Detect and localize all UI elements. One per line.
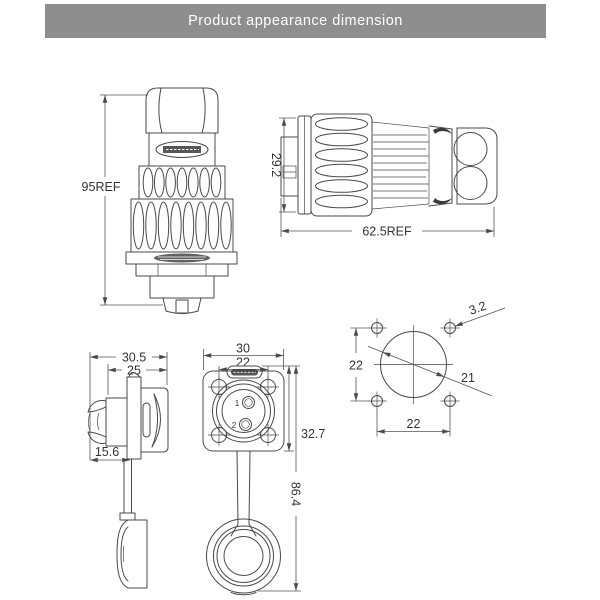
dim-label-30: 30 — [236, 342, 250, 356]
pin-2-label: 2 — [232, 421, 237, 430]
dim-flange-height: 32.7 — [262, 365, 325, 452]
dust-cap-side — [116, 519, 148, 589]
dim-label-86-4: 86.4 — [289, 482, 303, 506]
dim-label-30-5: 30.5 — [122, 351, 146, 365]
dim-plug-length: 62.5REF — [280, 198, 495, 239]
dim-label-22-bottom: 22 — [407, 417, 421, 431]
dim-label-15-6: 15.6 — [95, 445, 119, 459]
pin-1-label: 1 — [235, 399, 240, 408]
socket-front-body: 1 2 — [202, 365, 285, 596]
mounting-hole — [208, 376, 230, 398]
cutout-screw-hole — [367, 318, 387, 338]
dim-socket-rear-depth: 15.6 — [89, 445, 131, 463]
pin-1: 1 — [235, 396, 255, 409]
view-panel-cutout: 21 3.2 22 22 — [349, 299, 506, 437]
coupling-ribs-profile — [315, 117, 368, 209]
gland-lobe-top — [453, 132, 488, 166]
dim-label-29-2: 29.2 — [269, 153, 283, 177]
view-socket-front: 30 22 — [202, 342, 325, 596]
dust-cap-front — [206, 518, 281, 596]
plug-profile-body — [280, 113, 498, 217]
mounting-hole — [257, 424, 279, 446]
dim-cutout-diameter: 21 — [367, 345, 492, 397]
grip-ribs — [142, 167, 222, 198]
view-plug-side: 95REF — [82, 87, 238, 314]
dim-label-22-top: 22 — [236, 356, 250, 370]
cutout-screw-hole — [440, 391, 460, 411]
gasket-slot — [154, 253, 210, 263]
pin-2: 2 — [232, 418, 252, 431]
latch-detail-bottom — [433, 198, 452, 205]
bend-relief-fins — [371, 121, 430, 210]
dim-overall-height: 86.4 — [258, 365, 303, 592]
dim-label-22-left: 22 — [349, 359, 363, 373]
brand-logo-icon — [226, 365, 263, 379]
gland-lobe-bottom — [453, 166, 488, 200]
dim-label-21: 21 — [461, 371, 475, 385]
dim-flange-width: 30 — [203, 342, 284, 370]
latch-detail-top — [433, 127, 452, 134]
page-title: Product appearance dimension — [188, 13, 403, 29]
view-plug-profile: 29.2 — [269, 113, 498, 239]
cutout-screw-hole — [440, 318, 460, 338]
dim-pitch-horizontal: 22 — [376, 409, 451, 437]
dim-socket-body-depth: 25 — [107, 364, 168, 395]
dim-plug-overall-length: 95REF — [82, 94, 163, 306]
cutout-screw-hole — [367, 391, 387, 411]
dim-label-3-2: 3.2 — [467, 299, 488, 318]
socket-side-body — [87, 372, 169, 589]
mounting-hole — [257, 376, 279, 398]
dim-label-62-5ref: 62.5REF — [362, 225, 412, 239]
dim-socket-overall-depth: 30.5 — [89, 351, 168, 460]
mounting-hole — [208, 424, 230, 446]
dim-pitch-vertical: 22 — [349, 327, 369, 402]
dim-label-32-7: 32.7 — [301, 427, 325, 441]
view-socket-side: 30.5 25 15.6 — [87, 351, 169, 589]
dim-plug-diameter: 29.2 — [269, 117, 296, 213]
coupling-ribs — [132, 201, 232, 250]
dim-label-95ref: 95REF — [82, 180, 121, 194]
brand-logo-icon — [155, 141, 209, 158]
plug-body — [125, 87, 238, 314]
dim-screw-hole-diameter: 3.2 — [454, 299, 506, 327]
header-bar: Product appearance dimension — [45, 4, 546, 38]
